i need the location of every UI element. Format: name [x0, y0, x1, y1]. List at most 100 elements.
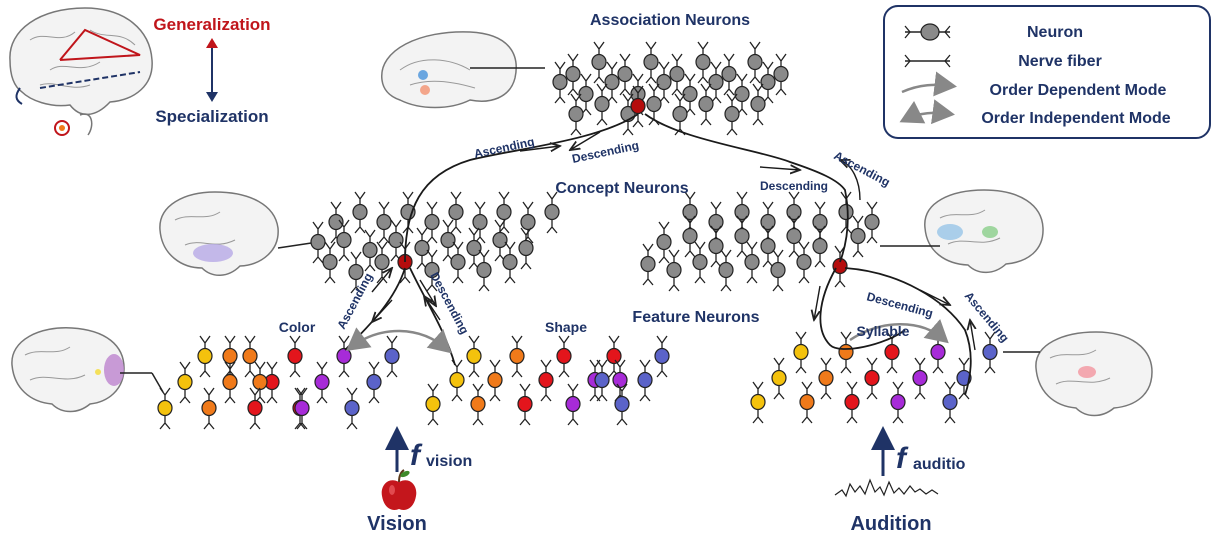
syllable-feature-neuron	[890, 381, 906, 424]
direction-arrows	[372, 131, 975, 351]
ascending-label-2: Ascending	[832, 148, 893, 189]
concept-neuron	[850, 215, 866, 258]
concept-neuron	[692, 241, 708, 284]
concept-neuron	[864, 201, 880, 244]
concept-neuron	[718, 249, 734, 292]
fiber-concept-to-shape	[409, 267, 456, 366]
legend-nerve-fiber-label: Nerve fiber	[1018, 53, 1102, 70]
association-neuron	[617, 53, 633, 96]
specialization-label: Specialization	[155, 107, 268, 126]
concept-neuron-active-right	[832, 245, 848, 288]
syllable-feature-neuron	[750, 381, 766, 424]
syllable-feature-neuron	[799, 381, 815, 424]
concept-neuron	[376, 201, 392, 244]
descending-label-2: Descending	[760, 179, 828, 193]
fiber-association-to-concept-right	[644, 113, 849, 263]
concept-neuron	[760, 225, 776, 268]
syllable-feature-neuron	[942, 381, 958, 424]
shape-feature-neuron	[509, 335, 525, 378]
mode-arrows	[346, 319, 949, 354]
fiber-association-to-concept-left	[404, 113, 639, 263]
shape-feature-neuron	[614, 383, 630, 426]
shape-feature-neuron	[425, 383, 441, 426]
syllable-feature-neuron	[912, 357, 928, 400]
generalization-label: Generalization	[153, 15, 270, 34]
shape-feature-neuron	[594, 359, 610, 402]
color-feature-neuron	[384, 335, 400, 378]
brain-occipital-icon	[11, 327, 164, 413]
legend-box	[883, 5, 1211, 139]
color-feature-neuron	[177, 361, 193, 404]
association-neuron	[734, 73, 750, 116]
color-feature-neuron	[314, 361, 330, 404]
concept-neuron	[424, 201, 440, 244]
shape-feature-neuron	[606, 335, 622, 378]
concept-neuron	[544, 191, 560, 234]
concept-neuron	[322, 241, 338, 284]
syllable-feature-neuron	[884, 331, 900, 374]
descending-label-4: Descending	[865, 289, 934, 320]
neuron-layers	[157, 41, 998, 430]
concept-neuron	[770, 249, 786, 292]
gen-arrowhead	[206, 38, 218, 48]
shape-feature-neuron	[612, 359, 628, 402]
shape-feature-neuron	[517, 383, 533, 426]
brain-medial-icon	[381, 31, 545, 109]
concept-neuron	[838, 191, 854, 234]
concept-neuron	[640, 243, 656, 286]
concept-neurons-title: Concept Neurons	[555, 180, 688, 197]
color-feature-neuron	[252, 361, 268, 404]
nerve-fibers	[344, 113, 972, 396]
concept-neuron	[310, 221, 326, 264]
ascending-label-4: Ascending	[962, 289, 1012, 345]
legend-order-independent-label: Order Independent Mode	[981, 110, 1170, 127]
color-feature-neuron	[201, 387, 217, 430]
color-feature-neuron	[242, 335, 258, 378]
association-neuron	[724, 93, 740, 136]
feature-neurons-title: Feature Neurons	[632, 309, 759, 326]
shape-feature-neuron	[538, 359, 554, 402]
association-neuron	[682, 73, 698, 116]
concept-neuron	[518, 227, 534, 270]
shape-feature-neuron	[487, 359, 503, 402]
syllable-feature-neuron	[864, 357, 880, 400]
concept-neuron	[328, 201, 344, 244]
audio-waveform	[834, 478, 939, 498]
color-feature-neuron	[336, 335, 352, 378]
brain-temporal-icon	[159, 191, 319, 276]
association-neuron	[656, 61, 672, 104]
fiber-concept-to-feature-right	[844, 267, 972, 396]
color-feature-neuron	[197, 335, 213, 378]
brain-auditory-cortex-icon	[1003, 331, 1153, 417]
concept-neuron	[362, 229, 378, 272]
concept-neuron	[492, 219, 508, 262]
concept-neuron	[708, 225, 724, 268]
syllable-label: Syllable	[857, 323, 910, 339]
legend-nerve-fiber-icon	[904, 54, 951, 68]
concept-neuron	[796, 241, 812, 284]
association-neuron	[594, 83, 610, 126]
shape-feature-neuron	[449, 359, 465, 402]
shape-feature-neuron	[556, 335, 572, 378]
color-feature-neuron	[287, 335, 303, 378]
concept-neuron	[744, 241, 760, 284]
color-feature-neuron	[222, 361, 238, 404]
f-audition-symbol: f	[896, 442, 909, 475]
shape-feature-neuron	[470, 383, 486, 426]
association-neuron	[669, 53, 685, 96]
spec-arrowhead	[206, 92, 218, 102]
syllable-feature-neuron	[771, 357, 787, 400]
legend-neuron-label: Neuron	[1027, 24, 1083, 41]
association-neuron	[773, 53, 789, 96]
concept-neuron	[734, 215, 750, 258]
f-vision-subscript: vision	[426, 453, 472, 470]
descending-label-1: Descending	[571, 138, 640, 166]
shape-feature-neuron	[654, 335, 670, 378]
brain-auditory-icon	[880, 189, 1044, 274]
association-neuron	[695, 41, 711, 84]
vision-label: Vision	[367, 513, 427, 535]
syllable-feature-neuron	[818, 357, 834, 400]
association-neuron	[643, 41, 659, 84]
concept-neuron	[388, 219, 404, 262]
